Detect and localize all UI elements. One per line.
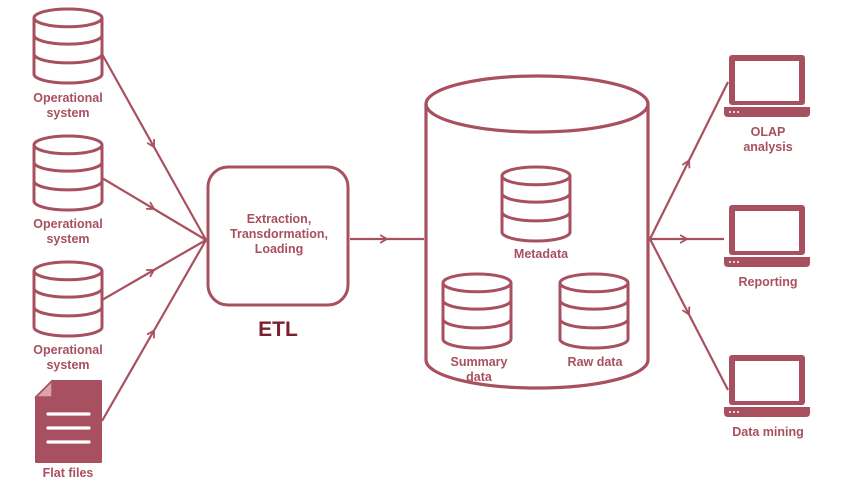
database-icon-source-1 (32, 7, 104, 85)
database-icon-raw (558, 272, 630, 350)
connector-source-1-etl (101, 53, 207, 241)
summary-data-label: Summary data (450, 355, 508, 384)
laptop-icon-data-mining (724, 355, 810, 417)
connector-warehouse-data-mining (649, 238, 729, 391)
output-label-olap: OLAP analysis (743, 125, 793, 154)
source-label-2: Operational system (33, 217, 103, 246)
laptop-icon-reporting (724, 205, 810, 267)
database-icon-summary (441, 272, 513, 350)
etl-title: ETL (258, 318, 298, 341)
output-label-reporting: Reporting (738, 275, 798, 289)
source-label-flat-files: Flat files (42, 466, 94, 480)
connector-warehouse-olap (649, 81, 729, 240)
source-label-3: Operational system (33, 343, 103, 372)
laptop-icon-olap (724, 55, 810, 117)
database-icon-source-3 (32, 260, 104, 338)
connectors (101, 53, 729, 422)
output-label-data-mining: Data mining (732, 425, 804, 439)
database-icon-metadata (500, 165, 572, 243)
icons (32, 7, 810, 463)
etl-box (206, 165, 350, 307)
document-icon (34, 379, 102, 463)
metadata-label: Metadata (513, 247, 569, 261)
raw-data-label: Raw data (567, 355, 623, 369)
connector-source-2-etl (101, 177, 207, 241)
database-icon-source-2 (32, 134, 104, 212)
connector-source-3-etl (101, 239, 207, 301)
connector-flat-files-etl (101, 239, 207, 422)
source-label-1: Operational system (33, 91, 103, 120)
etl-box-text: Extraction, Transdormation, Loading (230, 212, 328, 256)
warehouse-cylinder-icon (424, 74, 650, 390)
